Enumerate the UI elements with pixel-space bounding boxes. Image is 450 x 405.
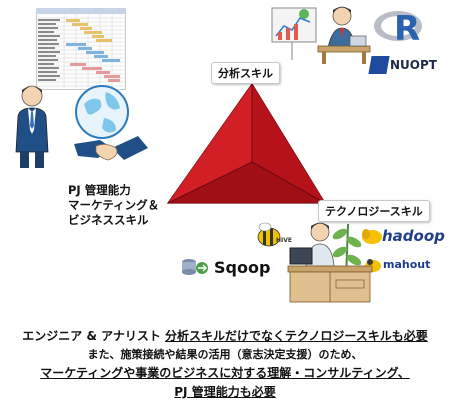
caption-line-4-text: PJ 管理能力も必要 bbox=[174, 385, 276, 399]
caption-line-3-text: マーケティングや事業のビジネスに対する理解・コンサルティング、 bbox=[40, 366, 410, 380]
hadoop-logo-text: hadoop bbox=[382, 227, 445, 245]
analysis-skill-label: 分析スキル bbox=[211, 62, 280, 84]
nuopt-logo-mark bbox=[368, 56, 390, 74]
caption-line-1: エンジニア & アナリスト 分析スキルだけでなくテクノロジースキルも必要 bbox=[0, 327, 450, 344]
sqoop-icon bbox=[182, 259, 208, 275]
caption-line-2: また、施策接続や結果の活用（意志決定支援）のため、 bbox=[87, 348, 363, 361]
hive-logo: HIVE bbox=[254, 222, 298, 250]
sqoop-logo-text: Sqoop bbox=[214, 258, 271, 277]
caption-line-1-emphasis: 分析スキルだけでなくテクノロジースキルも必要 bbox=[165, 329, 428, 343]
hive-logo-text: HIVE bbox=[276, 237, 292, 244]
analyst-illustration bbox=[271, 6, 371, 64]
technology-skill-label: テクノロジースキル bbox=[318, 200, 430, 222]
hadoop-logo: hadoop bbox=[360, 226, 445, 248]
tech-worker-illustration bbox=[287, 222, 373, 303]
hive-bee-icon bbox=[257, 222, 281, 247]
caption-line-1-plain: エンジニア & アナリスト bbox=[22, 329, 161, 343]
caption-line-4: PJ 管理能力も必要 bbox=[0, 383, 450, 400]
pm-skill-line1: PJ 管理能力 bbox=[68, 183, 131, 197]
sqoop-logo: Sqoop bbox=[180, 256, 270, 280]
nuopt-logo-text: NUOPT bbox=[390, 58, 437, 72]
gantt-chart-image bbox=[36, 8, 126, 90]
pm-skill-label: PJ 管理能力 マーケティング＆ ビジネススキル bbox=[68, 183, 159, 228]
r-logo-icon bbox=[374, 11, 422, 41]
mahout-logo-text: mahout bbox=[383, 258, 431, 271]
r-logo: R bbox=[372, 8, 428, 50]
r-logo-text: R bbox=[394, 9, 421, 49]
nuopt-logo: NUOPT bbox=[368, 55, 437, 77]
pm-skill-line3: ビジネススキル bbox=[68, 213, 149, 227]
business-illustration bbox=[15, 85, 148, 168]
caption-line-3: マーケティングや事業のビジネスに対する理解・コンサルティング、 bbox=[0, 364, 450, 381]
hadoop-elephant-icon bbox=[362, 229, 382, 244]
pm-skill-line2: マーケティング＆ bbox=[68, 198, 160, 212]
